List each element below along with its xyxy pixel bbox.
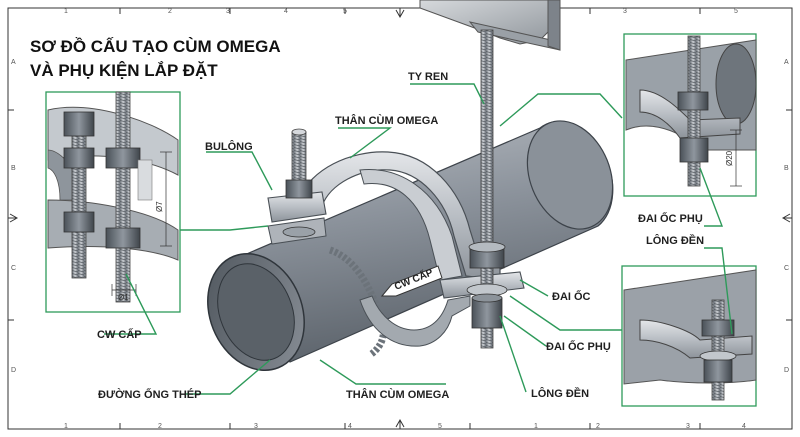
threaded-rod	[466, 29, 508, 349]
grid-right-A: A	[784, 59, 789, 66]
grid-top-5: 5	[343, 8, 347, 15]
label-duong-ong-thep: ĐƯỜNG ỐNG THÉP	[98, 387, 201, 401]
grid-top-2: 2	[168, 8, 172, 15]
ceiling-beam	[419, 0, 561, 51]
grid-bottom-5: 5	[438, 423, 442, 430]
grid-bottom-9: 4	[742, 423, 746, 430]
grid-bottom-4: 4	[348, 423, 352, 430]
grid-bottom-6: 1	[534, 423, 538, 430]
label-cw-cap-left: CW CẤP	[97, 328, 142, 341]
grid-bottom-8: 3	[686, 423, 690, 430]
frame-ticks	[8, 8, 792, 429]
detail-inset-right-bottom	[621, 265, 757, 407]
grid-labels: 1 2 3 4 5 1 2 3 5 1 2 3 4 5 1 2 3 4 A B …	[11, 8, 789, 430]
title-line-2: VÀ PHỤ KIỆN LẮP ĐẶT	[30, 61, 218, 80]
grid-right-D: D	[784, 367, 789, 374]
grid-bottom-7: 2	[596, 423, 600, 430]
label-bulong: BULÔNG	[205, 140, 253, 153]
label-dai-oc-phu-bottom: ĐAI ỐC PHỤ	[546, 339, 611, 353]
grid-bottom-1: 1	[64, 423, 68, 430]
grid-top-8: 3	[623, 8, 627, 15]
grid-left-D: D	[11, 367, 16, 374]
label-long-den-right: LÔNG ĐỀN	[646, 234, 704, 247]
title-line-1: SƠ ĐỒ CẤU TẠO CÙM OMEGA	[30, 37, 281, 56]
grid-top-3: 3	[226, 8, 230, 15]
label-dai-oc-phu-right: ĐAI ỐC PHỤ	[638, 211, 703, 225]
center-mark-arrows	[9, 9, 791, 428]
detail-inset-right-top: Ø20	[623, 33, 757, 197]
label-dai-oc: ĐAI ỐC	[552, 289, 591, 303]
grid-top-1: 1	[64, 8, 68, 15]
grid-right-B: B	[784, 165, 789, 172]
grid-bottom-3: 3	[254, 423, 258, 430]
grid-left-C: C	[11, 265, 16, 272]
grid-top-9: 5	[734, 8, 738, 15]
grid-left-B: B	[11, 165, 16, 172]
label-long-den-bottom: LÔNG ĐỀN	[531, 387, 589, 400]
dim-phi1: Ø1	[118, 293, 129, 302]
label-than-cum-top: THÂN CÙM OMEGA	[335, 114, 438, 127]
grid-bottom-2: 2	[158, 423, 162, 430]
leader-lines	[104, 83, 733, 395]
grid-left-A: A	[11, 59, 16, 66]
grid-right-C: C	[784, 265, 789, 272]
left-bolt	[282, 128, 316, 238]
label-than-cum-bottom: THÂN CÙM OMEGA	[346, 388, 449, 401]
dim-phi7: Ø7	[155, 201, 164, 212]
grid-top-4: 4	[284, 8, 288, 15]
label-ty-ren: TY REN	[408, 71, 448, 83]
dim-phi20: Ø20	[725, 150, 734, 166]
steel-pipe	[207, 120, 614, 371]
detail-inset-left: Ø7 Ø1	[45, 91, 181, 313]
